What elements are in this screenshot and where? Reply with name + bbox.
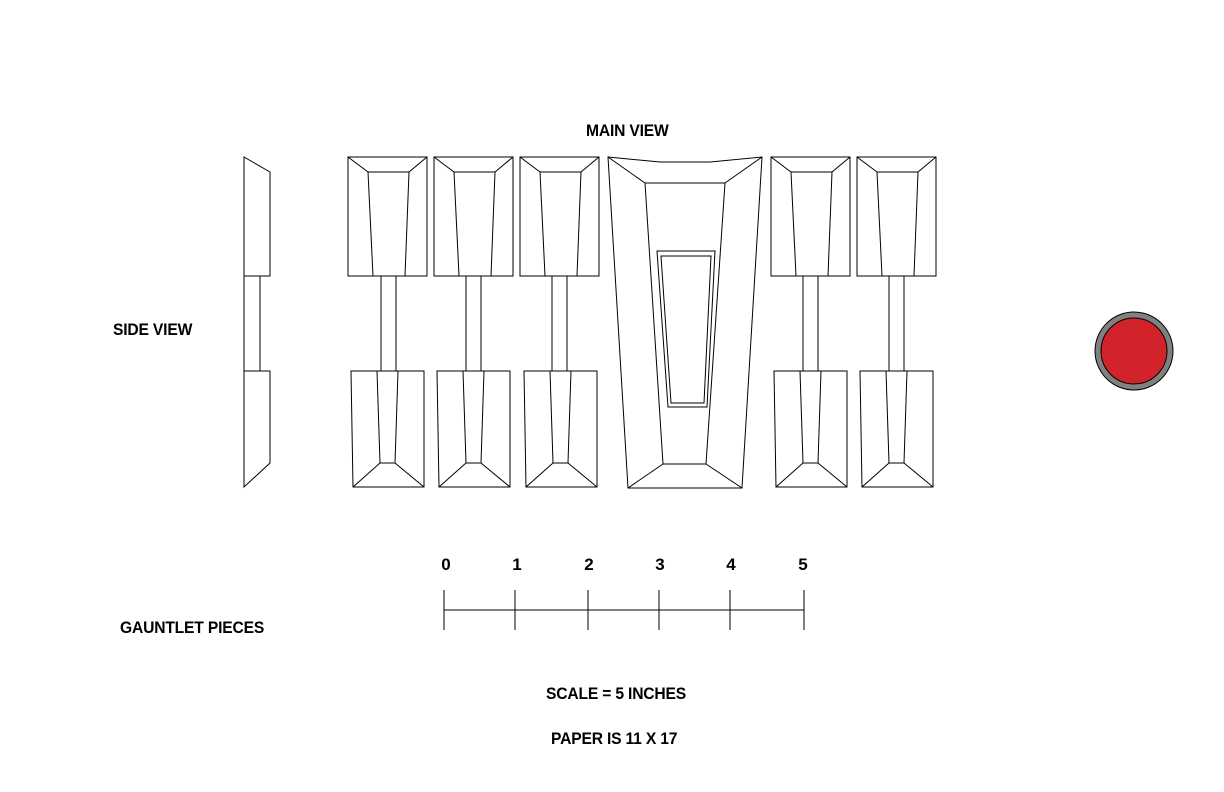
finger-piece-1: [347, 156, 428, 488]
finger-piece-3: [519, 156, 600, 488]
scale-tick-labels: 0 1 2 3 4 5: [441, 555, 807, 574]
gauntlet-pieces-label: GAUNTLET PIECES: [120, 618, 265, 637]
scale-tick-label-2: 2: [584, 555, 593, 574]
scale-bar: [443, 590, 805, 630]
scale-tick-label-0: 0: [441, 555, 450, 574]
scale-tick-label-4: 4: [726, 555, 736, 574]
finger-piece-4: [770, 156, 851, 488]
scale-note: SCALE = 5 INCHES: [546, 684, 687, 703]
finger-piece-2: [433, 156, 514, 488]
side-view-piece: [243, 156, 271, 489]
side-view-label: SIDE VIEW: [113, 320, 193, 339]
main-view-label: MAIN VIEW: [586, 121, 669, 140]
record-button[interactable]: [1094, 311, 1174, 391]
main-hand-plate: [607, 156, 763, 489]
scale-tick-label-1: 1: [512, 555, 521, 574]
paper-note: PAPER IS 11 X 17: [551, 729, 678, 748]
line-art: [243, 156, 937, 630]
scale-tick-label-5: 5: [798, 555, 807, 574]
scale-tick-label-3: 3: [655, 555, 664, 574]
record-button-face: [1100, 317, 1168, 385]
finger-piece-5: [856, 156, 937, 488]
